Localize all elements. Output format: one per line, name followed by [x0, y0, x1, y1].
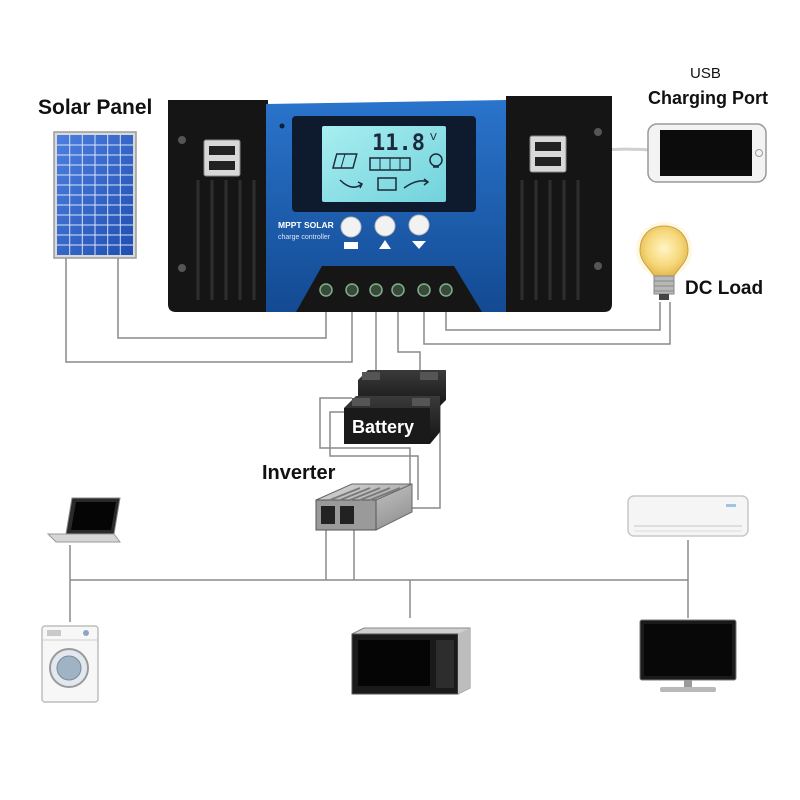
terminal-screw-icon — [391, 283, 405, 297]
terminal-screw-icon — [319, 283, 333, 297]
indicator-led-icon — [279, 123, 285, 129]
inverter-wire-c — [412, 398, 441, 509]
terminal-screw-icon — [369, 283, 383, 297]
switch-icon — [344, 242, 358, 249]
brand-line1: MPPT SOLAR — [278, 220, 334, 230]
usb-label-line1: USB — [690, 65, 721, 82]
terminal-screw-icon — [439, 283, 453, 297]
dc-load-label: DC Load — [685, 278, 764, 299]
mount-hole-icon — [178, 264, 186, 272]
inverter-icon — [315, 483, 413, 531]
terminal-screw-icon — [345, 283, 359, 297]
load-wire-positive — [423, 292, 671, 345]
lcd-solar-icon — [332, 153, 358, 169]
terminal-strip — [296, 266, 482, 312]
usb-label-line2: Charging Port — [648, 88, 768, 108]
lcd-voltage: 11.8 — [372, 131, 425, 156]
mount-hole-icon — [594, 262, 602, 270]
heatsink-fins — [196, 180, 580, 300]
usb-port-left-icon — [203, 139, 241, 177]
battery-icon — [344, 370, 446, 444]
light-bulb-icon — [636, 222, 692, 300]
brand-line2: charge controller — [278, 234, 331, 241]
inverter-label: Inverter — [262, 462, 336, 484]
battery-label: Battery — [352, 417, 414, 437]
solar-panel-icon — [53, 131, 137, 259]
mount-hole-icon — [178, 136, 186, 144]
usb-port-right-icon — [529, 135, 567, 173]
up-button[interactable] — [374, 215, 396, 249]
menu-button[interactable] — [340, 216, 362, 249]
down-arrow-icon — [412, 241, 426, 249]
smartphone-icon — [647, 123, 767, 183]
washing-machine-icon — [41, 625, 99, 703]
inverter-wire-b — [329, 411, 419, 500]
terminal-screws — [319, 283, 453, 297]
solar-panel-label: Solar Panel — [38, 96, 153, 119]
lcd-unit: V — [430, 132, 437, 143]
mount-hole-icon — [594, 128, 602, 136]
lcd-flow-arrows-icon — [339, 177, 430, 191]
down-button[interactable] — [408, 214, 430, 249]
solar-wire-positive — [117, 258, 327, 339]
microwave-icon — [351, 627, 471, 695]
charge-controller: 11.8 V MPPT SOLAR charge controller — [168, 96, 612, 312]
monitor-icon — [639, 619, 737, 692]
laptop-icon — [46, 497, 121, 543]
inverter-wire-a — [319, 397, 411, 500]
terminal-screw-icon — [417, 283, 431, 297]
lcd-screen — [322, 126, 446, 202]
controller-left-wing — [168, 100, 268, 312]
lcd-battery-icon — [369, 157, 411, 171]
battery-wire-negative — [397, 292, 421, 372]
lcd-bulb-icon — [429, 153, 443, 168]
air-conditioner-icon — [627, 495, 749, 537]
solar-wire-negative — [65, 258, 353, 363]
warning-icon — [379, 240, 391, 249]
